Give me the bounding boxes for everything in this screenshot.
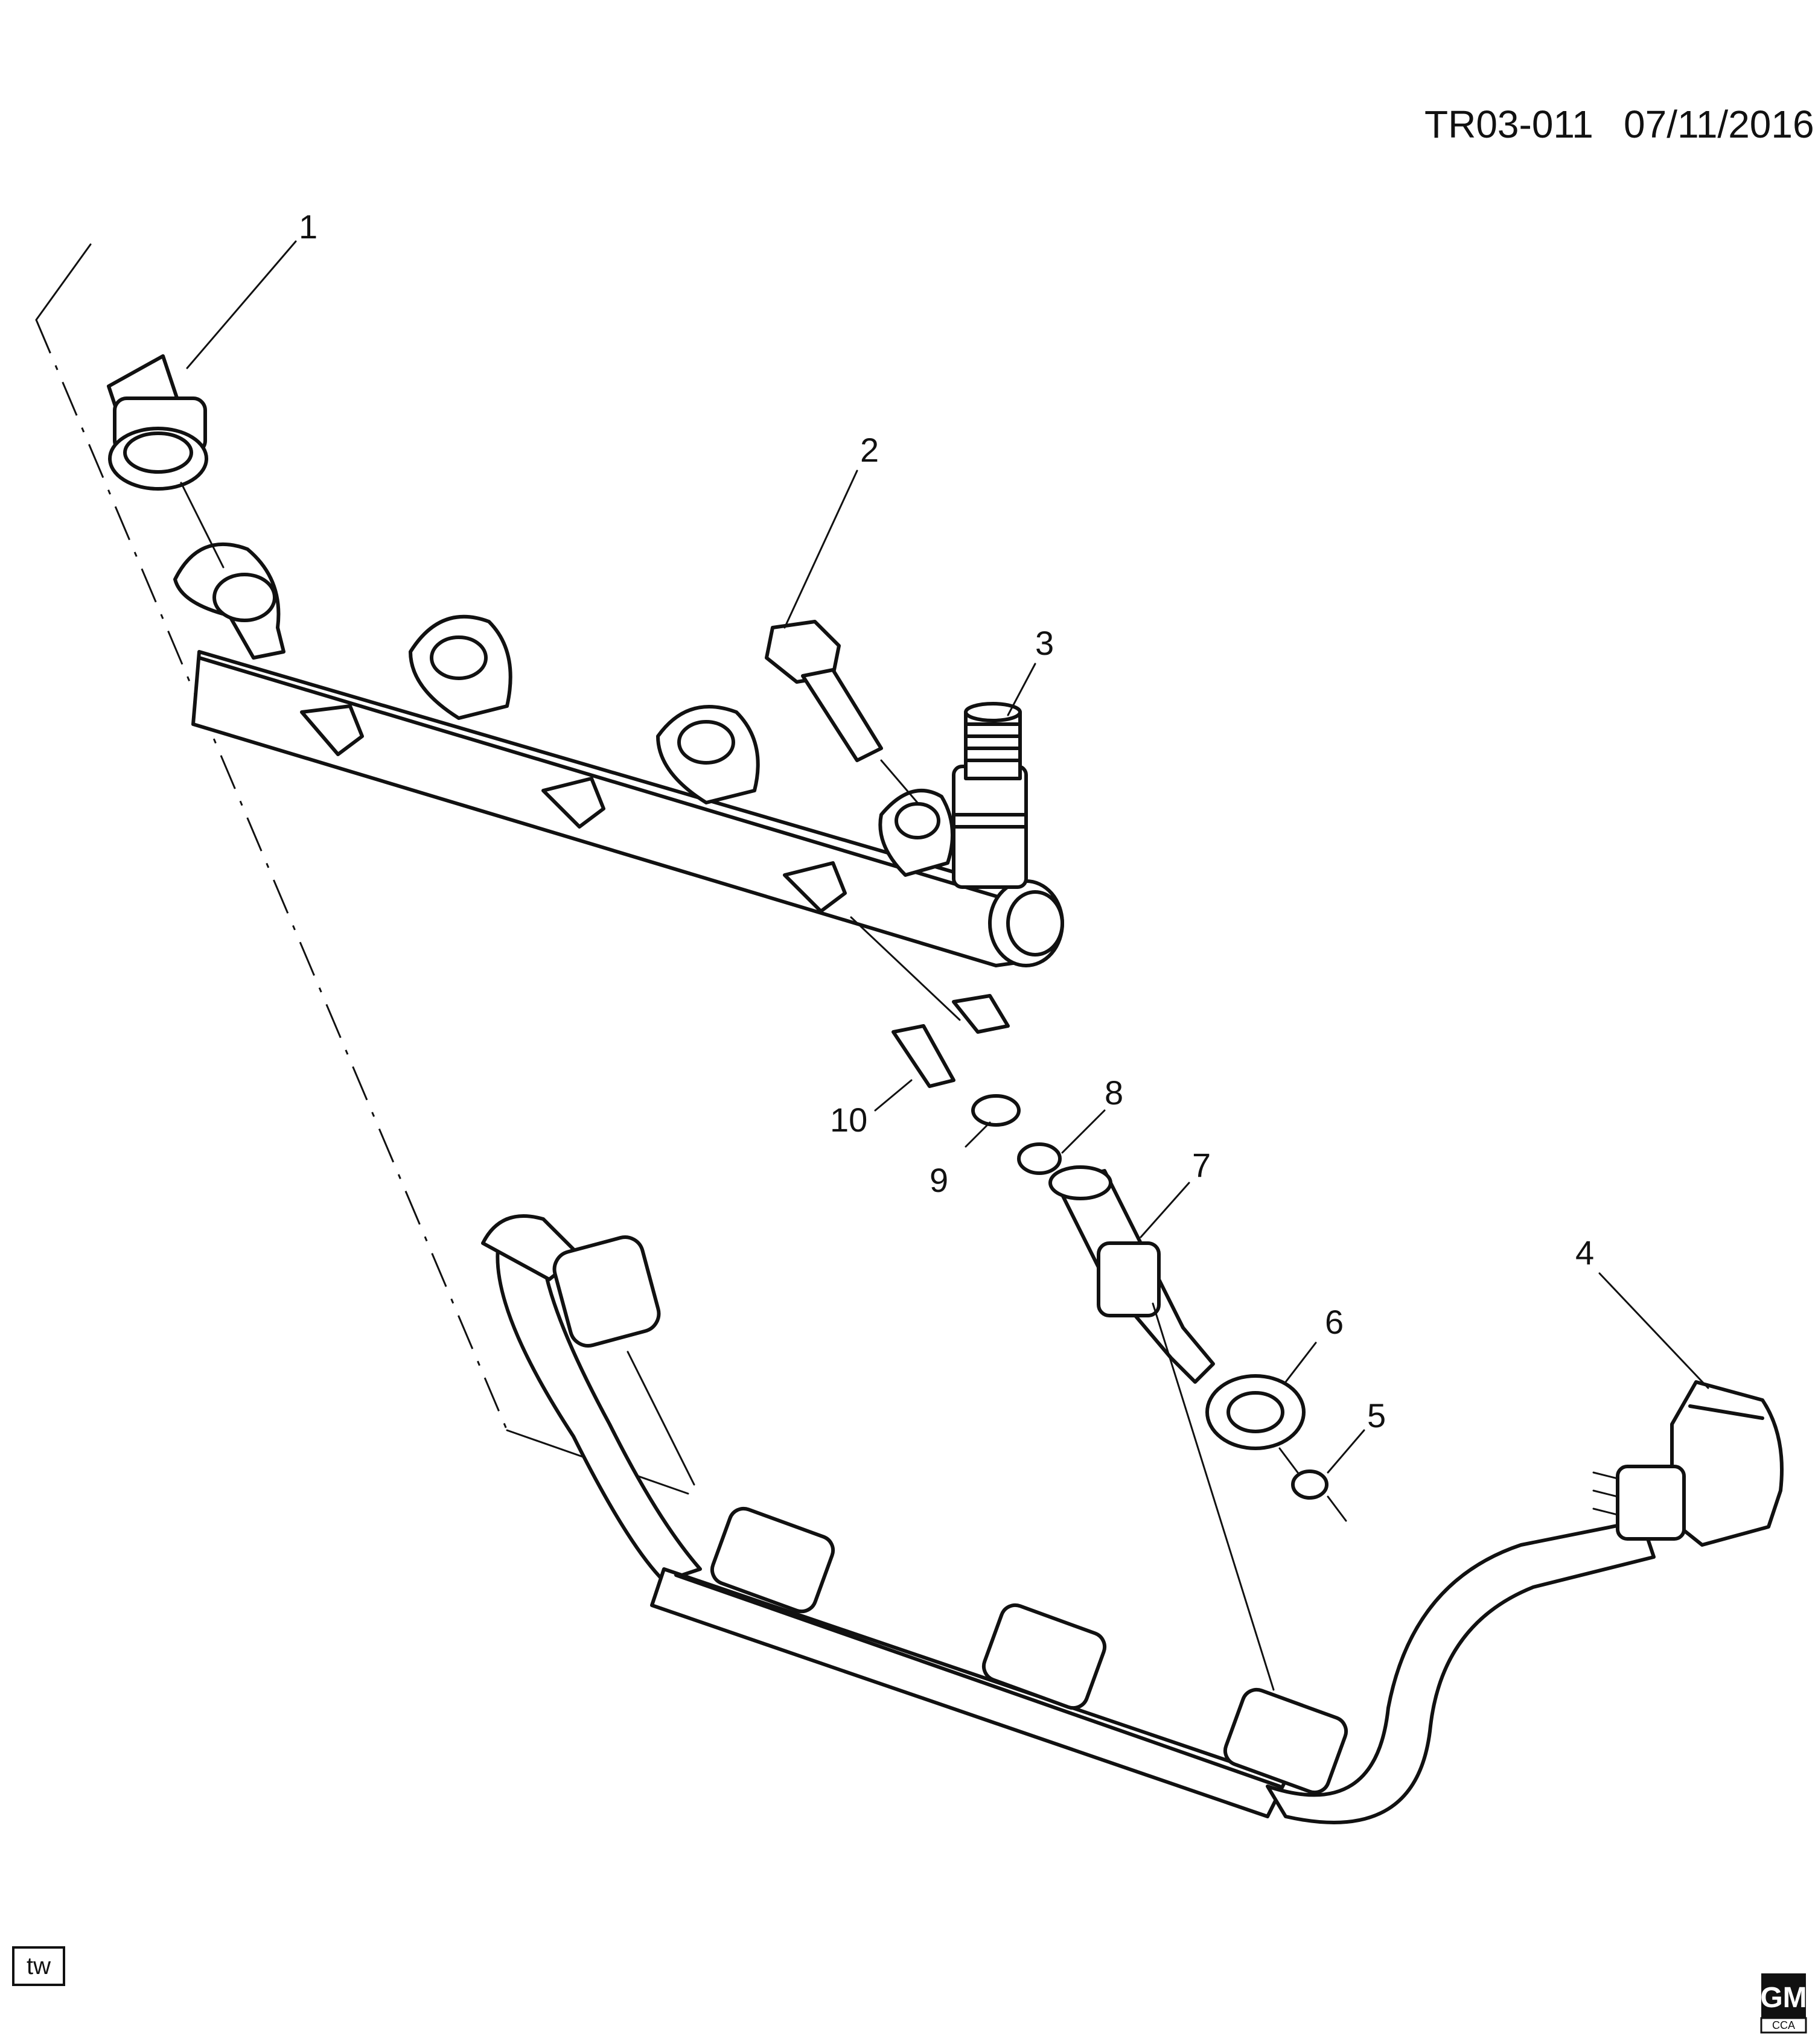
bolt — [765, 620, 919, 804]
callout-4: 4 — [1575, 1234, 1594, 1272]
callout-3: 3 — [1035, 624, 1054, 662]
injector — [1048, 1165, 1215, 1384]
harness-connector — [1592, 1380, 1784, 1547]
clip — [891, 994, 1010, 1088]
tw-box — [12, 1946, 65, 1986]
callout-2: 2 — [860, 431, 879, 469]
injector-axis-line — [850, 916, 961, 1021]
pressure-sensor — [107, 354, 225, 568]
callout-1: 1 — [299, 208, 317, 246]
callout-9: 9 — [930, 1161, 948, 1199]
fuel-rail — [173, 542, 1064, 967]
seal-small — [1278, 1447, 1347, 1522]
centerline — [35, 319, 508, 1431]
diagram-date: 07/11/2016 — [1624, 103, 1814, 146]
washer — [971, 1094, 1021, 1127]
callout-8: 8 — [1105, 1074, 1123, 1112]
gm-logo: GM CCA — [1760, 1973, 1807, 2034]
threaded-fitting — [964, 702, 1022, 780]
gm-logo-sub: CCA — [1772, 2019, 1795, 2031]
wiring-harness — [481, 1214, 1656, 1824]
callout-10: 10 — [830, 1101, 867, 1139]
callout-5: 5 — [1367, 1396, 1386, 1434]
tw-label: tw — [27, 1953, 51, 1979]
seal-large — [1205, 1374, 1306, 1450]
callout-leaders — [186, 240, 1709, 1474]
diagram-code: TR03-011 — [1424, 103, 1593, 146]
callout-7: 7 — [1192, 1146, 1211, 1184]
gm-logo-text: GM — [1760, 1982, 1807, 2014]
o-ring — [1017, 1142, 1062, 1175]
callout-6: 6 — [1325, 1303, 1344, 1341]
